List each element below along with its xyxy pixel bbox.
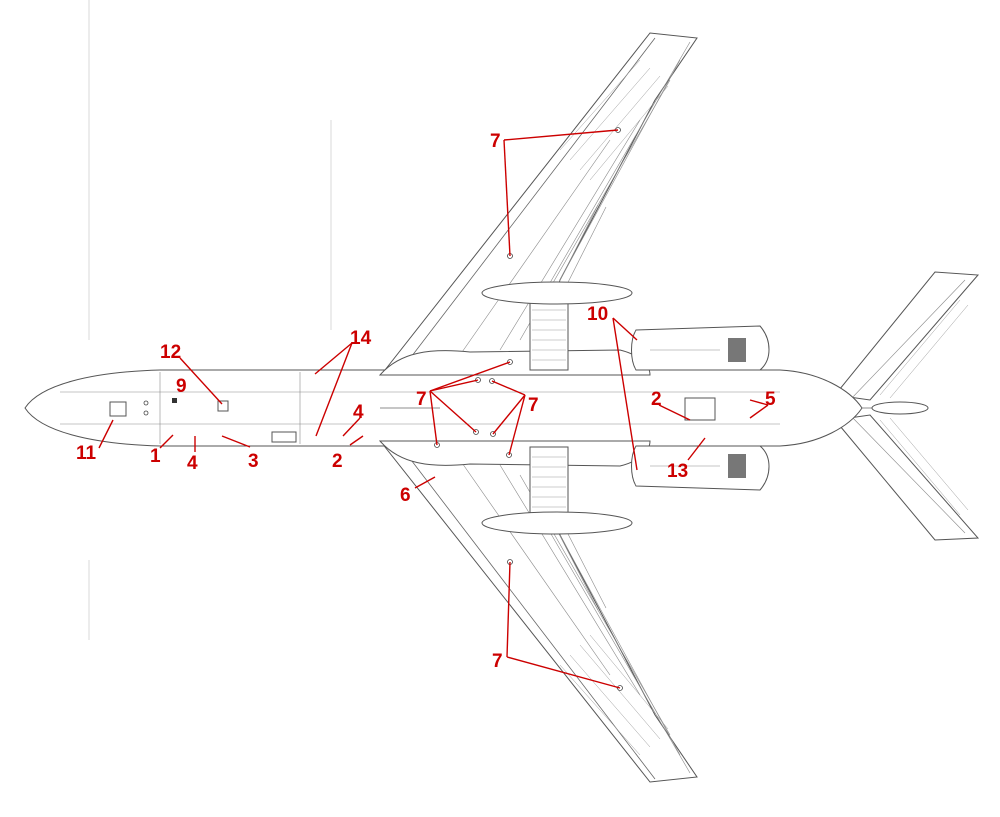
callout-label: 6 [400, 485, 411, 506]
horizontal-stabilizer [834, 271, 980, 541]
callout-label: 9 [176, 376, 187, 397]
wing-pods [481, 281, 633, 535]
callout-label: 2 [332, 451, 343, 472]
callout-label: 14 [350, 328, 372, 349]
fuselage [24, 369, 929, 447]
engine-nacelles [631, 325, 770, 491]
callout-label: 7 [490, 131, 501, 152]
callout-leaders [98, 129, 769, 689]
reference-lines [88, 0, 332, 640]
callout-label: 7 [492, 651, 503, 672]
callout-label: 4 [353, 402, 364, 423]
callout-label: 2 [651, 389, 662, 410]
callout-label: 7 [528, 395, 539, 416]
callout-label: 3 [248, 451, 259, 472]
callout-label: 12 [160, 342, 181, 363]
callout-label: 4 [187, 453, 198, 474]
callout-label: 11 [76, 443, 97, 464]
callout-label: 5 [765, 389, 776, 410]
lower-wing [383, 446, 698, 783]
wing-center-section [378, 299, 651, 518]
callout-label: 13 [667, 461, 688, 482]
callout-labels: 7 10 12 14 9 4 7 7 2 5 11 1 4 3 2 13 6 7 [76, 131, 776, 672]
callout-label: 7 [416, 389, 427, 410]
callout-label: 1 [150, 446, 161, 467]
callout-label: 10 [587, 304, 608, 325]
